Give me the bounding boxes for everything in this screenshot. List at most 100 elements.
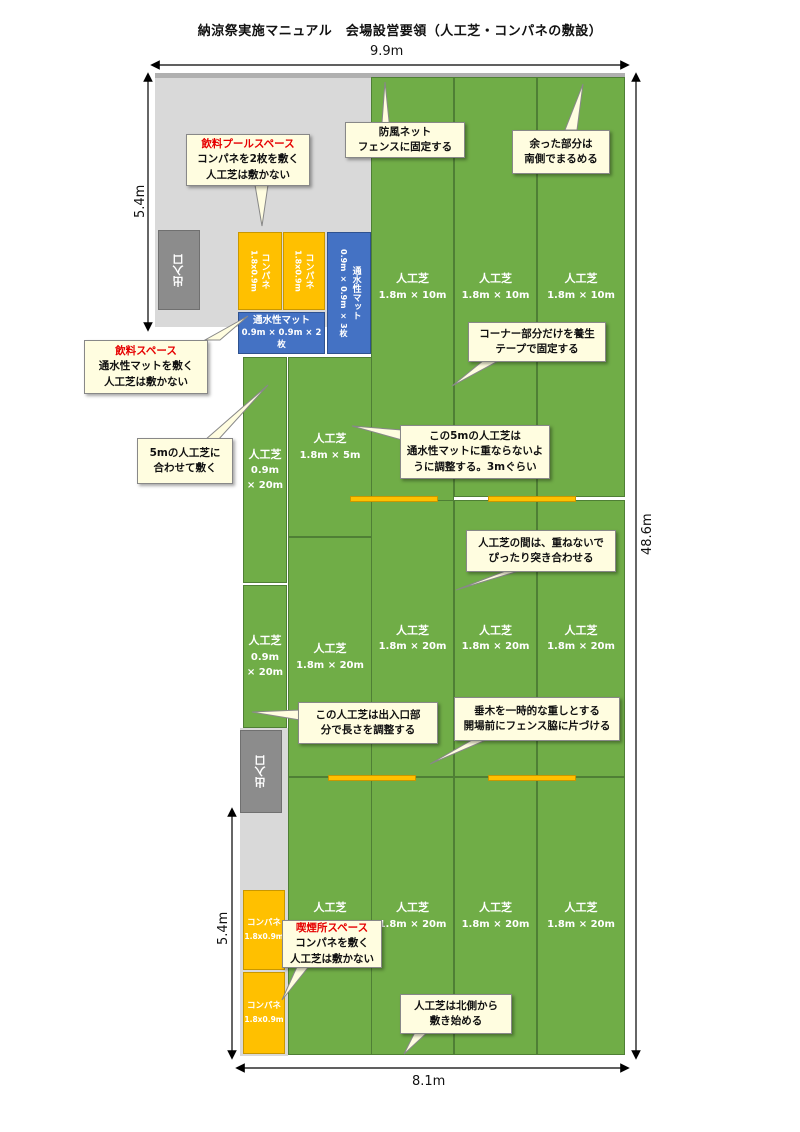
turf-label: 人工芝 [396, 272, 429, 286]
pointer-butt [455, 569, 523, 591]
pointer-fit5m [203, 384, 269, 441]
bottom-width-label: 8.1m [412, 1074, 446, 1089]
callout-surplus-line2: 南側でまるめる [524, 153, 598, 165]
mat-size: 0.9m × 0.9m × 2枚 [241, 327, 322, 350]
turf-label: 人工芝 [564, 272, 598, 286]
callout-drink-pool-title: 飲料プールスペース [201, 138, 295, 151]
turf-label: 人工芝 [313, 642, 347, 656]
callout-drink-pool: 飲料プールスペース コンパネを2枚を敷く 人工芝は敷かない [186, 134, 310, 186]
callout-adjust-line1: この人工芝は出入口部 [315, 708, 421, 721]
callout-corner-line1: コーナー部分だけを養生 [479, 327, 595, 340]
callout-fit5m-line2: 合わせて敷く [153, 462, 217, 474]
turf-size: 1.8m × 20m [461, 641, 530, 653]
callout-corner-line2: テープで固定する [495, 343, 579, 355]
turf-size: 1.8m × 10m [547, 289, 615, 301]
callout-weight: 垂木を一時的な重しとする 開場前にフェンス脇に片づける [454, 697, 620, 741]
callout-butt-line2: ぴったり突き合わせる [488, 552, 594, 564]
pointer-adjust [251, 709, 301, 721]
callout-butt: 人工芝の間は、重ねないで ぴったり突き合わせる [466, 530, 616, 572]
plywood-lower-2: コンパネ 1.8x0.9m [243, 972, 285, 1054]
rafter-weight-2 [488, 496, 576, 502]
pointer-corner [451, 359, 501, 387]
callout-corner: コーナー部分だけを養生 テープで固定する [468, 322, 606, 362]
plywood-size: 1.8x0.9m [244, 931, 284, 941]
rafter-weight-3 [328, 775, 416, 781]
turf-size: 1.8m × 20m [378, 918, 447, 930]
turf-size: 1.8m × 20m [461, 918, 530, 930]
callout-north: 人工芝は北側から 敷き始める [400, 994, 512, 1034]
turf-label: 人工芝 [479, 272, 512, 286]
turf-label: 人工芝 [564, 623, 598, 637]
callout-drink-space-line1: 通水性マットを敷く [98, 360, 194, 373]
turf-narrow-size-a: 0.9m [250, 651, 280, 663]
callout-smoking-line2: 人工芝は敷かない [290, 952, 374, 965]
mat-vertical-text: 通水性マット 0.9m × 0.9m × 3枚 [336, 249, 361, 337]
turf-size: 1.8m × 10m [461, 289, 530, 301]
turf-size: 1.8m × 20m [547, 918, 615, 930]
turf-label: 人工芝 [564, 901, 598, 915]
mat-label-v: 通水性マット [350, 265, 361, 320]
pointer-drink-space [203, 315, 249, 341]
turf-label: 人工芝 [396, 623, 429, 637]
mat-horizontal: 通水性マット 0.9m × 0.9m × 2枚 [238, 312, 325, 354]
turf-bottom-4: 人工芝 1.8m × 20m [537, 777, 625, 1055]
callout-north-line2: 敷き始める [429, 1015, 483, 1027]
callout-overlap-line3: うに調整する。3mぐらい [413, 460, 537, 473]
callout-smoking-title: 喫煙所スペース [295, 922, 369, 935]
pointer-overlap [351, 425, 403, 441]
rafter-weight-4 [488, 775, 576, 781]
turf-label: 人工芝 [479, 901, 512, 915]
callout-drink-pool-line1: コンパネを2枚を敷く [197, 153, 299, 166]
callout-drink-space-line2: 人工芝は敷かない [104, 375, 188, 388]
callout-windbreak-line2: フェンスに固定する [357, 141, 453, 153]
turf-narrow-label: 人工芝 [248, 634, 282, 648]
callout-windbreak: 防風ネット フェンスに固定する [345, 122, 465, 158]
callout-overlap: この5mの人工芝は 通水性マットに重ならないよ うに調整する。3mぐらい [400, 425, 550, 479]
turf-size: 1.8m × 20m [378, 641, 447, 653]
turf-bottom-1: 人工芝 1.8m × 20m [288, 777, 372, 1055]
turf-size: 1.8m × 10m [378, 289, 447, 301]
plywood-label: コンパネ [303, 253, 314, 289]
mat-size-v: 0.9m × 0.9m × 3枚 [339, 249, 348, 337]
mat-label: 通水性マット [252, 315, 310, 327]
callout-butt-line1: 人工芝の間は、重ねないで [478, 536, 604, 549]
callout-weight-line2: 開場前にフェンス脇に片づける [463, 720, 611, 732]
callout-drink-space-title: 飲料スペース [115, 345, 177, 358]
plywood-label: コンパネ [259, 253, 270, 289]
plywood-size: 1.8x0.9m [244, 1014, 284, 1024]
callout-drink-space: 飲料スペース 通水性マットを敷く 人工芝は敷かない [84, 340, 208, 394]
turf-label: 人工芝 [313, 432, 347, 446]
turf-label: 人工芝 [396, 901, 429, 915]
rafter-weight-1 [350, 496, 438, 502]
plywood-upper-1: コンパネ 1.8x0.9m [238, 232, 282, 310]
plywood-label: コンパネ [246, 918, 281, 929]
turf-narrow-lower: 人工芝 0.9m × 20m [243, 585, 287, 728]
upper-entrance: 出入口 [158, 230, 200, 310]
callout-adjust-line2: 分で長さを調整する [320, 724, 416, 736]
turf-size: 1.8m × 20m [547, 641, 615, 653]
turf-narrow-label: 人工芝 [248, 447, 282, 461]
callout-windbreak-line1: 防風ネット [378, 125, 432, 138]
turf-5m: 人工芝 1.8m × 5m [288, 357, 372, 537]
plywood-label: コンパネ [246, 1001, 281, 1012]
plywood-upper-1-text: コンパネ 1.8x0.9m [249, 250, 272, 292]
callout-overlap-line1: この5mの人工芝は [429, 430, 521, 443]
plywood-size: 1.8x0.9m [293, 250, 303, 292]
turf-size: 1.8m × 5m [299, 449, 361, 461]
callout-fit5m-line1: 5mの人工芝に [149, 446, 221, 459]
turf-label: 人工芝 [313, 901, 347, 915]
pointer-surplus [564, 83, 584, 131]
lower-entrance: 出入口 [240, 730, 282, 813]
callout-adjust: この人工芝は出入口部 分で長さを調整する [298, 702, 438, 744]
callout-overlap-line2: 通水性マットに重ならないよ [406, 445, 544, 458]
pointer-drink-pool [254, 184, 269, 227]
callout-smoking-line1: コンパネを敷く [295, 937, 369, 950]
callout-smoking: 喫煙所スペース コンパネを敷く 人工芝は敷かない [282, 920, 382, 968]
pointer-weight [429, 739, 487, 765]
windbreak-net-strip [155, 73, 625, 78]
top-width-label: 9.9m [370, 44, 404, 59]
turf-label: 人工芝 [479, 623, 512, 637]
plywood-size: 1.8x0.9m [249, 250, 259, 292]
callout-surplus: 余った部分は 南側でまるめる [512, 130, 610, 174]
